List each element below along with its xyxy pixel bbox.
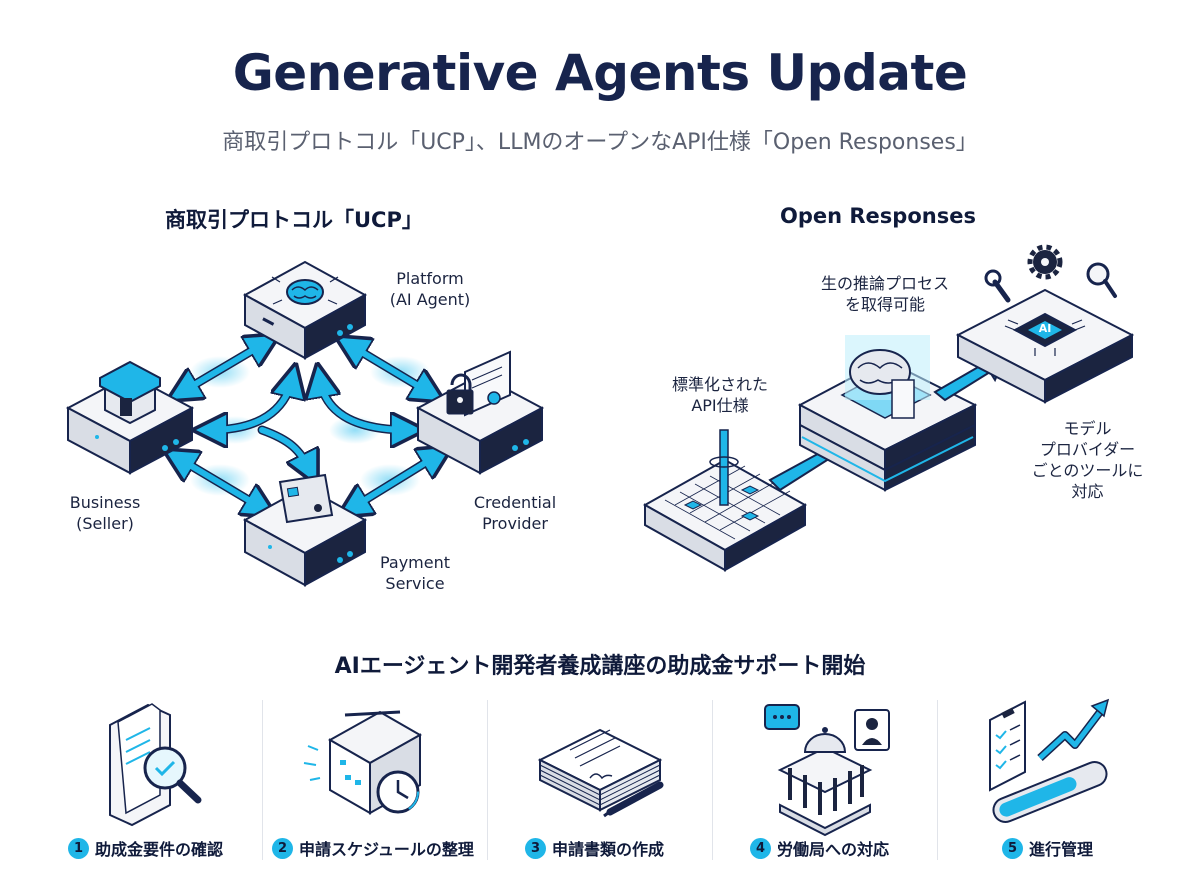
government-building-icon [764,704,890,837]
document-stack-pen-icon [537,728,664,818]
storefront-icon [99,360,161,425]
certificate-icon [464,350,511,417]
arrow-credential-payment [352,455,438,508]
step-4: 4 労働局への対応 [750,835,889,861]
step-2: 2 申請スケジュールの整理 [272,835,474,861]
diagram-canvas [65,244,1135,587]
wrench-icon [984,269,1011,303]
step-label: 労働局への対応 [777,840,890,859]
arrow-center-cross [210,380,408,470]
page-subtitle: 商取引プロトコル「UCP」、LLMのオープンなAPI仕様「Open Respon… [222,130,978,155]
brain-icon [271,276,339,305]
page-title: Generative Agents Update [232,44,968,102]
step-number-badge: 4 [750,837,771,859]
support-section-title: AIエージェント開発者養成講座の助成金サポート開始 [334,654,866,679]
business-server [65,360,195,475]
calendar-clock-icon [303,710,423,815]
standard-api-platform [642,429,808,572]
document-magnifier-icon [109,703,202,827]
credit-card-icon [278,473,334,524]
model-tools-label: モデルプロバイダーごとのツールに対応 [1031,419,1144,501]
padlock-icon [446,373,474,415]
divider [937,700,938,860]
model-provider-platform [955,244,1135,404]
step-label: 申請スケジュールの整理 [299,840,474,859]
ucp-section-title: 商取引プロトコル「UCP」 [165,208,423,232]
divider [487,700,488,860]
pillar-icon [709,429,739,506]
ai-chip-icon [1004,312,1086,356]
step-3: 3 申請書類の作成 [525,835,664,861]
divider [262,700,263,860]
ucp-arrows [178,343,438,508]
step-number-badge: 1 [68,837,89,859]
payment-server [242,473,368,587]
gear-icon [1027,244,1063,280]
divider [712,700,713,860]
ai-chip-label: AI [1038,322,1052,335]
open-responses-section-title: Open Responses [780,204,976,228]
business-label: Business(Seller) [69,493,141,533]
step-number-badge: 5 [1002,837,1023,859]
credential-server [415,350,545,475]
reasoning-label: 生の推論プロセスを取得可能 [820,274,949,314]
reasoning-platform [797,335,978,492]
step-label: 進行管理 [1029,840,1094,859]
arrow-business-payment [178,458,262,508]
step-number-badge: 3 [525,837,546,859]
step-5: 5 進行管理 [1002,835,1093,861]
step-1: 1 助成金要件の確認 [68,835,223,861]
step-label: 助成金要件の確認 [95,840,224,859]
step-number-badge: 2 [272,837,293,859]
step-label: 申請書類の作成 [552,840,665,859]
magnifier-icon [1086,262,1117,298]
platform-label: Platform(AI Agent) [389,269,471,309]
platform-server [242,260,368,360]
checklist-progress-icon [989,698,1110,823]
